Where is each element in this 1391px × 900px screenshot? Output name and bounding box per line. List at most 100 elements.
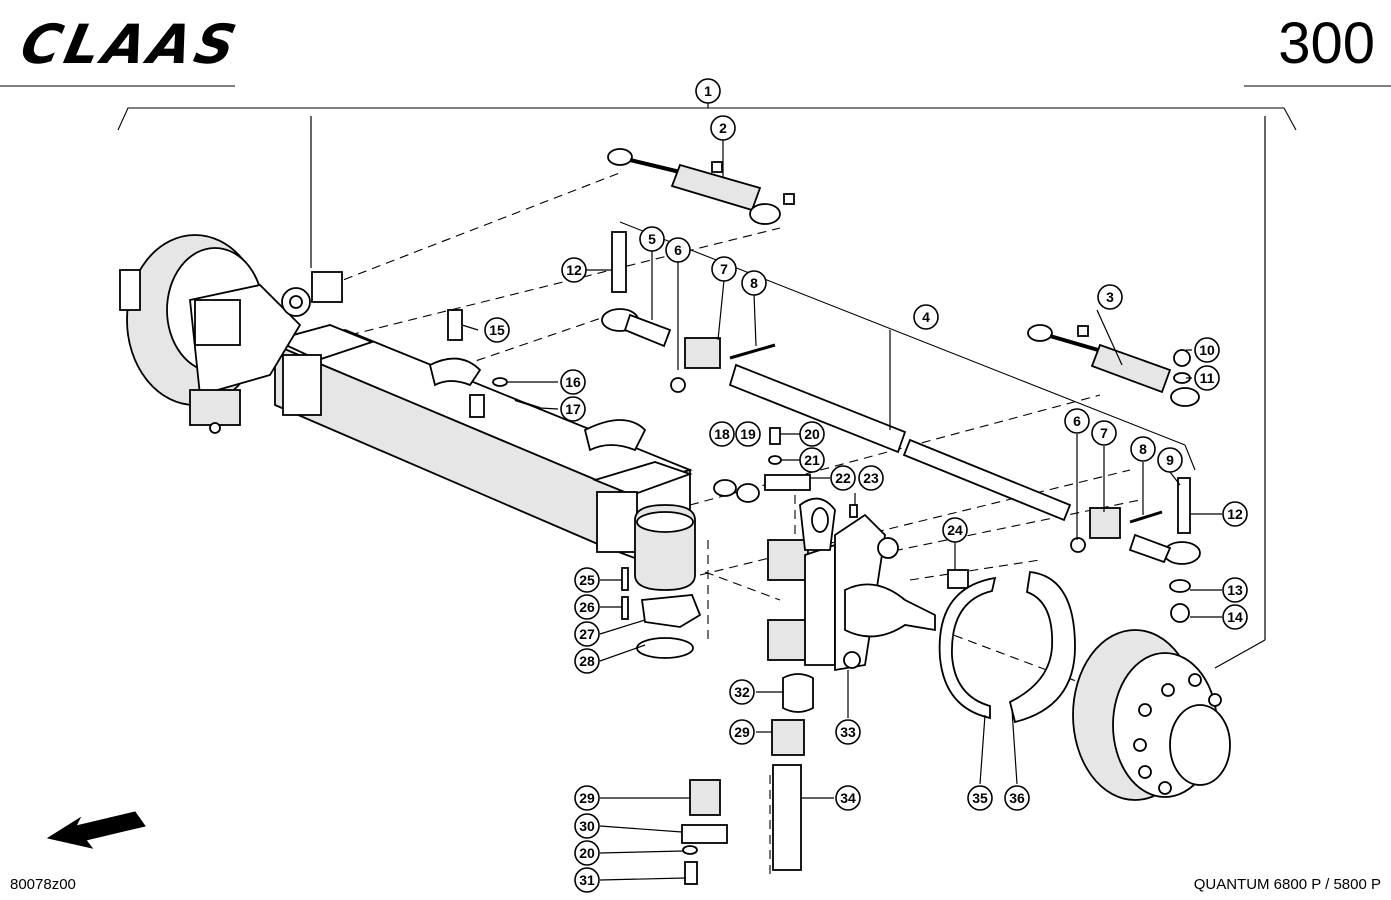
callout-12-right: 12	[1222, 501, 1248, 527]
callout-31: 31	[574, 867, 600, 893]
callout-label: 6	[1073, 413, 1081, 429]
drawing-code: 80078z00	[10, 876, 76, 893]
callout-7-left: 7	[711, 256, 737, 282]
callout-21: 21	[799, 447, 825, 473]
callout-label: 8	[1139, 441, 1147, 457]
callout-label: 20	[579, 845, 595, 861]
callout-label: 20	[804, 426, 820, 442]
callout-label: 16	[565, 374, 581, 390]
tie-rod-end-right	[1070, 349, 1201, 623]
callout-12-left: 12	[561, 257, 587, 283]
callout-label: 36	[1009, 790, 1025, 806]
callout-17: 17	[560, 396, 586, 422]
callout-16: 16	[560, 369, 586, 395]
callout-15: 15	[484, 317, 510, 343]
callout-label: 30	[579, 818, 595, 834]
callout-14: 14	[1222, 604, 1248, 630]
page-number: 300	[1278, 11, 1375, 76]
callout-label: 7	[720, 261, 728, 277]
callout-label: 24	[947, 522, 963, 538]
callout-8-left: 8	[741, 270, 767, 296]
callout-4: 4	[913, 304, 939, 330]
callout-label: 1	[704, 83, 712, 99]
small-parts	[447, 309, 969, 885]
callout-13: 13	[1222, 577, 1248, 603]
callout-label: 27	[579, 626, 595, 642]
steering-cylinder-2	[607, 148, 795, 225]
callout-25: 25	[574, 567, 600, 593]
assembly-dashed-lines	[329, 171, 1141, 880]
steering-knuckle	[764, 474, 936, 672]
callout-label: 2	[719, 120, 727, 136]
callout-1: 1	[695, 78, 721, 104]
callout-2: 2	[710, 115, 736, 141]
callout-label: 15	[489, 322, 505, 338]
callout-label: 4	[922, 309, 930, 325]
callout-19: 19	[735, 421, 761, 447]
callout-6-right: 6	[1064, 408, 1090, 434]
tie-rod-end-left	[601, 231, 776, 393]
callout-label: 22	[835, 470, 851, 486]
callout-label: 29	[579, 790, 595, 806]
callout-label: 12	[1227, 506, 1243, 522]
callout-7-right: 7	[1091, 420, 1117, 446]
axle-beam	[272, 324, 693, 562]
tie-rod-4	[619, 221, 1196, 522]
callout-24: 24	[942, 517, 968, 543]
left-brake-drum	[119, 234, 343, 434]
callout-label: 8	[750, 275, 758, 291]
callout-5: 5	[639, 226, 665, 252]
callout-27: 27	[574, 621, 600, 647]
callout-label: 25	[579, 572, 595, 588]
steering-cylinder-3	[1027, 324, 1200, 407]
callout-label: 5	[648, 231, 656, 247]
callout-29-lower: 29	[574, 785, 600, 811]
callout-18: 18	[709, 421, 735, 447]
callout-10: 10	[1194, 337, 1220, 363]
callout-20-bottom: 20	[574, 840, 600, 866]
callout-label: 19	[740, 426, 756, 442]
callout-label: 34	[840, 790, 856, 806]
callout-36: 36	[1004, 785, 1030, 811]
callout-label: 14	[1227, 609, 1243, 625]
right-brake-drum	[1072, 629, 1231, 801]
callout-label: 29	[734, 724, 750, 740]
callout-label: 33	[840, 724, 856, 740]
callout-11: 11	[1194, 365, 1220, 391]
callout-9: 9	[1157, 447, 1183, 473]
front-direction-arrow-icon	[46, 811, 146, 849]
brake-backing-plates	[938, 571, 1076, 724]
callout-label: 12	[566, 262, 582, 278]
callout-label: 31	[579, 872, 595, 888]
callout-label: 26	[579, 599, 595, 615]
callout-34: 34	[835, 785, 861, 811]
callout-32: 32	[729, 679, 755, 705]
kingpin-housing	[621, 504, 702, 659]
callout-label: 6	[674, 242, 682, 258]
callout-20-top: 20	[799, 421, 825, 447]
callout-label: 28	[579, 653, 595, 669]
callout-label: 13	[1227, 582, 1243, 598]
callout-label: 18	[714, 426, 730, 442]
callout-label: 11	[1200, 370, 1215, 386]
callout-28: 28	[574, 648, 600, 674]
callout-33: 33	[835, 719, 861, 745]
callout-label: 21	[804, 452, 820, 468]
callout-label: 7	[1100, 425, 1108, 441]
model-label: QUANTUM 6800 P / 5800 P	[1193, 876, 1381, 893]
assembly-bracket	[117, 100, 1297, 669]
callout-23: 23	[858, 465, 884, 491]
callout-30: 30	[574, 813, 600, 839]
callout-leaders	[461, 140, 1222, 881]
callout-22: 22	[830, 465, 856, 491]
callout-6-left: 6	[665, 237, 691, 263]
callout-29-upper: 29	[729, 719, 755, 745]
callout-label: 35	[972, 790, 988, 806]
callout-label: 3	[1106, 289, 1114, 305]
callout-26: 26	[574, 594, 600, 620]
callout-35: 35	[967, 785, 993, 811]
callout-8-right: 8	[1130, 436, 1156, 462]
callout-label: 23	[863, 470, 879, 486]
callout-label: 10	[1199, 342, 1215, 358]
